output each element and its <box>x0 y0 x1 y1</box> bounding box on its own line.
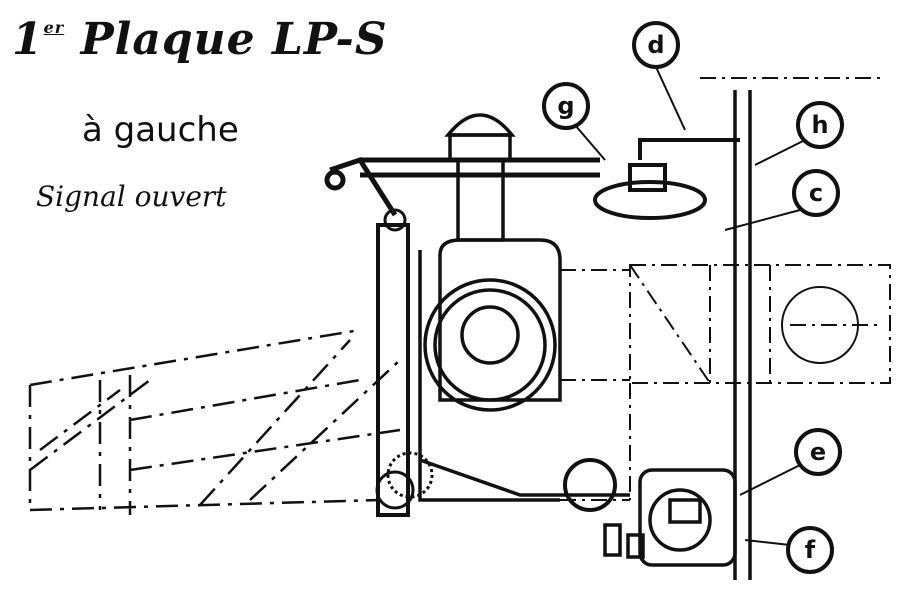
pulley <box>593 138 740 220</box>
vertical-rod <box>375 208 434 517</box>
svg-text:h: h <box>811 111 828 139</box>
subtitle: à gauche <box>82 110 239 150</box>
title-text: Plaque LP-S <box>80 14 388 65</box>
svg-text:f: f <box>805 536 816 564</box>
callout-c: c <box>792 169 840 217</box>
callout-h: h <box>796 101 844 149</box>
vertical-post <box>733 90 752 580</box>
central-housing <box>418 113 630 502</box>
callout-g: g <box>542 82 590 130</box>
svg-text:e: e <box>810 438 826 466</box>
callout-e: e <box>794 428 842 476</box>
callout-f: f <box>786 526 834 574</box>
diagram-title: 1er Plaque LP-S <box>12 14 388 65</box>
svg-text:d: d <box>647 31 664 59</box>
callout-d: d <box>632 21 680 69</box>
svg-text:g: g <box>557 92 574 120</box>
right-housing <box>560 77 891 501</box>
title-number: 1 <box>12 14 44 65</box>
leader-lines <box>574 66 806 546</box>
lock-mechanism <box>603 468 737 567</box>
link-arm <box>324 157 600 217</box>
caption: Signal ouvert <box>36 180 227 213</box>
lower-wheel <box>563 458 617 512</box>
svg-text:c: c <box>809 179 823 207</box>
lever-frame <box>28 328 401 515</box>
title-superscript: er <box>43 18 65 37</box>
